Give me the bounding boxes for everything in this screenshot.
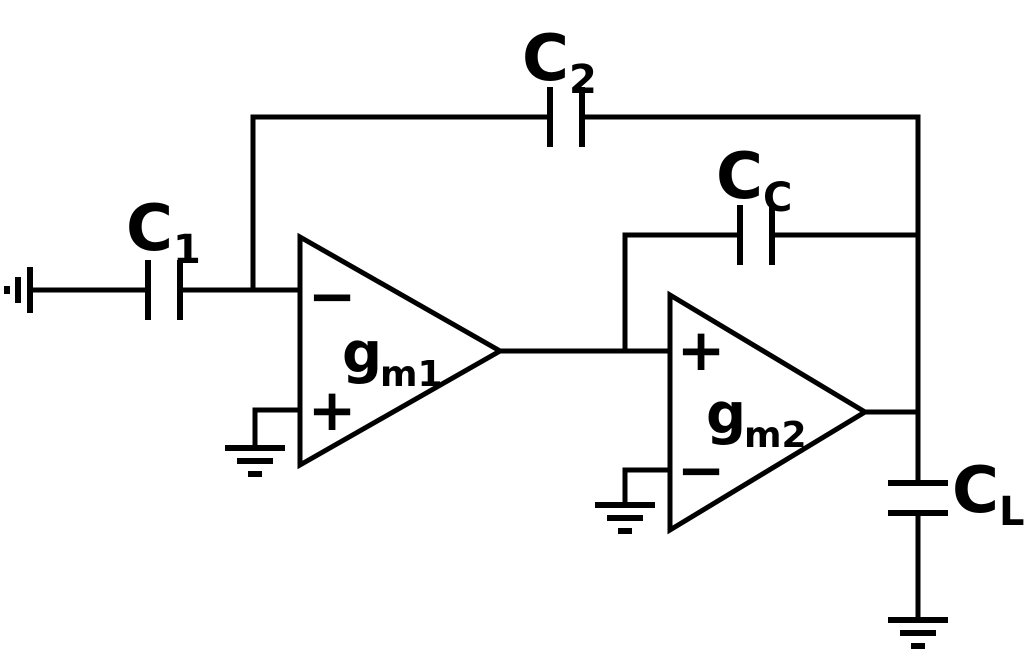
ground-output bbox=[888, 617, 948, 649]
capacitors bbox=[145, 87, 948, 516]
label-cc-subscript: C bbox=[763, 175, 792, 221]
label-c2-subscript: 2 bbox=[569, 57, 597, 103]
ground-gm1-plus bbox=[225, 445, 285, 477]
grounds bbox=[4, 267, 948, 649]
label-c2: C bbox=[522, 22, 569, 96]
label-gm2-subscript: m2 bbox=[744, 415, 807, 456]
amplifiers bbox=[297, 232, 870, 535]
labels: C 2 C 1 C C C L g m1 g m2 − + + − bbox=[126, 22, 1025, 535]
wire-cc-branch bbox=[622, 232, 921, 354]
label-cl-subscript: L bbox=[999, 489, 1025, 535]
capacitor-c2 bbox=[547, 87, 585, 147]
wire-c2-feedback bbox=[250, 114, 921, 293]
capacitor-cl bbox=[888, 480, 948, 516]
gm2-noninverting-sign: + bbox=[677, 316, 726, 384]
label-cc: C bbox=[716, 140, 763, 214]
capacitor-c1 bbox=[145, 260, 183, 320]
label-cl: C bbox=[952, 454, 999, 528]
ground-input bbox=[4, 267, 33, 313]
label-gm1-subscript: m1 bbox=[380, 354, 443, 395]
label-c1: C bbox=[126, 192, 173, 266]
wires bbox=[27, 114, 921, 623]
wire-gm2-minus-stub bbox=[622, 467, 673, 508]
amplifier-gm1 bbox=[297, 232, 506, 470]
label-gm2: g bbox=[706, 382, 746, 447]
wire-gm1-plus-stub bbox=[252, 407, 303, 451]
amplifier-gm2 bbox=[667, 290, 870, 535]
gm1-noninverting-sign: + bbox=[308, 376, 357, 444]
ground-gm2-minus bbox=[595, 502, 655, 534]
gm2-inverting-sign: − bbox=[677, 436, 726, 504]
label-c1-subscript: 1 bbox=[173, 227, 201, 273]
label-gm1: g bbox=[342, 321, 382, 386]
gm1-inverting-sign: − bbox=[308, 262, 357, 330]
capacitor-cc bbox=[737, 205, 775, 265]
